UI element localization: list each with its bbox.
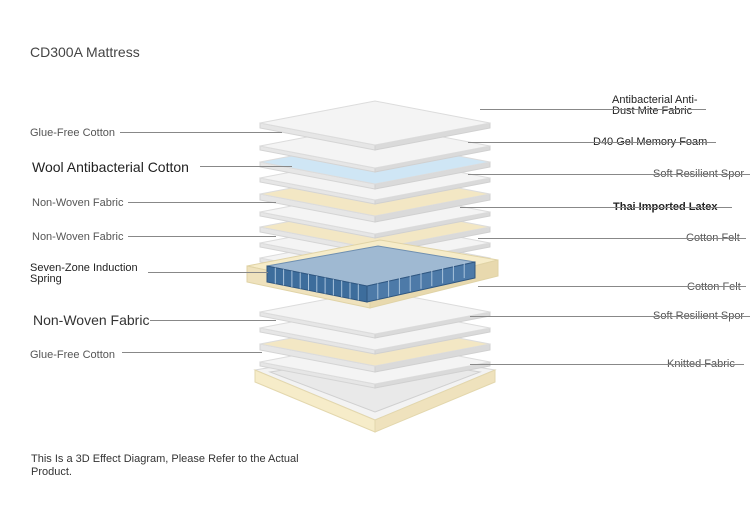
label-antibacterial-fabric: Antibacterial Anti-Dust Mite Fabric — [612, 94, 698, 117]
label-wool-antibacterial-cotton: Wool Antibacterial Cotton — [32, 159, 189, 175]
leader-line-non-woven-fabric-2 — [128, 236, 276, 237]
label-seven-zone-spring: Seven-Zone Induction Spring — [30, 262, 138, 285]
label-non-woven-fabric-1: Non-Woven Fabric — [32, 197, 124, 209]
leader-line-wool-antibacterial-cotton — [200, 166, 292, 167]
leader-line-glue-free-cotton-bottom — [122, 352, 262, 353]
leader-line-soft-resilient-sponge-1 — [468, 174, 750, 175]
leader-line-non-woven-fabric-1 — [128, 202, 276, 203]
leader-line-cotton-felt-1 — [478, 238, 746, 239]
leader-line-knitted-fabric — [470, 364, 744, 365]
label-cotton-felt-2: Cotton Felt — [687, 281, 741, 293]
spring-unit — [246, 239, 499, 309]
page-title: CD300A Mattress — [30, 44, 140, 60]
leader-line-soft-resilient-sponge-2 — [470, 316, 750, 317]
leader-line-cotton-felt-2 — [478, 286, 746, 287]
leader-line-non-woven-fabric-3 — [150, 320, 276, 321]
label-non-woven-fabric-2: Non-Woven Fabric — [32, 231, 124, 243]
label-glue-free-cotton-bottom: Glue-Free Cotton — [30, 349, 115, 361]
label-glue-free-cotton-top: Glue-Free Cotton — [30, 127, 115, 139]
top-fabric-layer — [259, 100, 491, 151]
leader-line-glue-free-cotton-top — [120, 132, 282, 133]
disclaimer-note: This Is a 3D Effect Diagram, Please Refe… — [31, 453, 299, 478]
leader-line-gel-memory-foam — [468, 142, 716, 143]
leader-line-antibacterial-fabric — [480, 109, 706, 110]
layer-11 — [259, 289, 491, 339]
label-non-woven-fabric-3: Non-Woven Fabric — [33, 312, 150, 328]
leader-line-thai-latex — [460, 207, 732, 208]
leader-line-seven-zone-spring — [148, 272, 268, 273]
